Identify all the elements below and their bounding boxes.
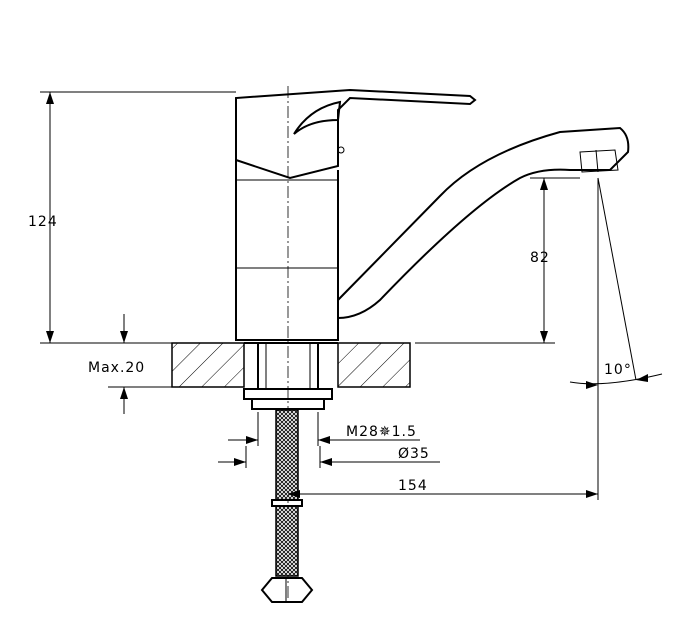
mounting-shank <box>243 342 333 410</box>
dim-thread-label: M28✵1.5 <box>346 424 417 440</box>
dim-angle-label: 10° <box>604 362 632 378</box>
dim-max20 <box>108 314 172 414</box>
dim-diameter-label: Ø35 <box>398 446 430 462</box>
dim-154 <box>288 178 599 500</box>
dim-max20-label: Max.20 <box>88 360 145 376</box>
dim-thread <box>228 412 420 446</box>
countertop <box>171 342 411 388</box>
dim-154-label: 154 <box>398 478 428 494</box>
dim-diameter <box>218 446 440 468</box>
dim-124-label: 124 <box>28 214 58 230</box>
flex-hoses <box>260 409 314 603</box>
dim-angle <box>569 177 663 389</box>
dim-82-label: 82 <box>530 250 550 266</box>
dim-82 <box>415 177 580 344</box>
faucet-body <box>235 88 630 341</box>
dim-124 <box>40 91 236 344</box>
